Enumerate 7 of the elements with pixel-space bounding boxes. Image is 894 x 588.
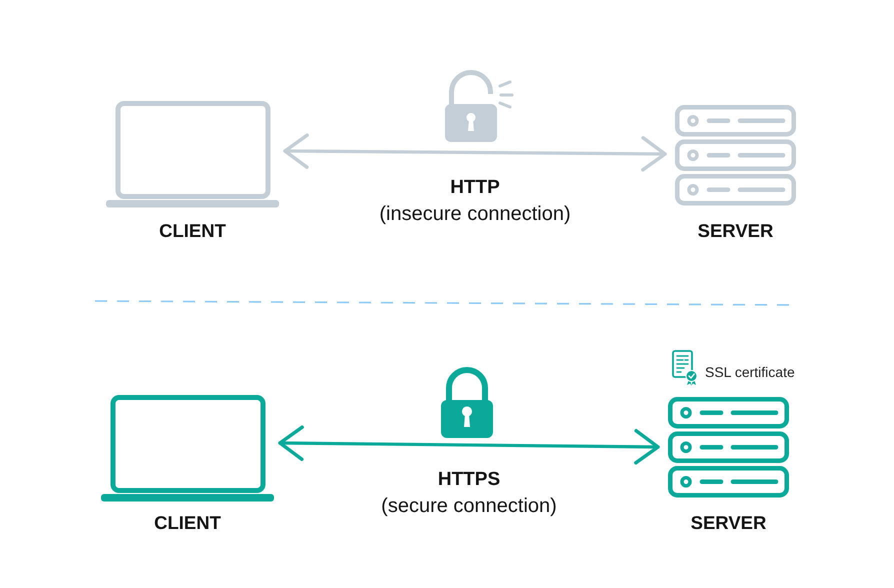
- node-label: SERVER: [698, 220, 774, 242]
- node-label: SERVER: [690, 512, 766, 534]
- node-label: CLIENT: [159, 220, 226, 242]
- double-headed-arrow: [278, 425, 660, 465]
- certificate-label: SSL certificate: [705, 363, 795, 381]
- node-label: CLIENT: [154, 512, 221, 534]
- double-headed-arrow: [283, 133, 667, 172]
